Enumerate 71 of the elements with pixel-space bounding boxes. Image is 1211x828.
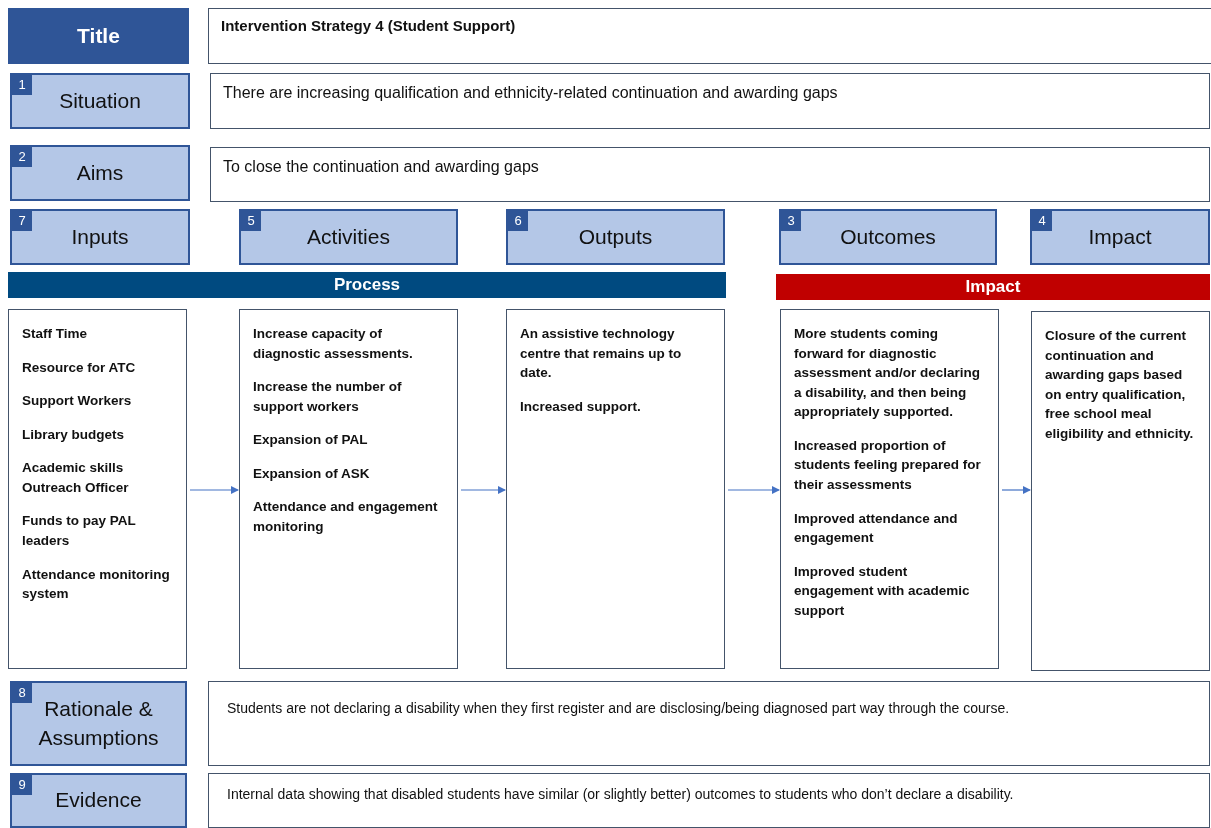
header-label: Inputs — [71, 223, 129, 250]
header-label: Activities — [307, 223, 390, 250]
list-item: Resource for ATC — [22, 358, 137, 377]
list-item: Expansion of PAL — [253, 431, 369, 450]
column-box — [8, 309, 187, 669]
section-header — [1030, 209, 1210, 265]
list-item: Increased support. — [520, 397, 642, 416]
step-number: 3 — [781, 211, 801, 231]
section-header — [506, 209, 725, 265]
list-item: Expansion of ASK — [253, 464, 371, 483]
section-header — [10, 773, 187, 828]
content-text: Students are not declaring a disability when they first register and are disclosing/being diagnosed part way through the course. — [227, 700, 1010, 716]
step-number: 2 — [12, 147, 32, 167]
list-item: Increase capacity of diagnostic assessments. — [253, 325, 414, 363]
content-text: To close the continuation and awarding gaps — [223, 158, 539, 175]
content-box — [210, 147, 1210, 202]
list-item: Closure of the current continuation and awarding gaps based on entry qualification, free school meal eligibility and ethnicity. — [1045, 327, 1195, 443]
step-number: 6 — [508, 211, 528, 231]
title-header — [8, 8, 189, 64]
column-box — [780, 309, 999, 669]
header-label: Rationale & Assumptions — [37, 696, 160, 751]
content-text: Internal data showing that disabled students have similar (or slightly better) outcomes to students who don’t declare a disability. — [227, 786, 1014, 802]
content-text: Intervention Strategy 4 (Student Support) — [221, 17, 516, 34]
list-item: More students coming forward for diagnostic assessment and/or declaring a disability, and then being appropriately supported. — [794, 325, 982, 422]
header-label: Title — [77, 22, 120, 49]
header-label: Outcomes — [840, 223, 936, 250]
arrow — [460, 486, 506, 494]
section-header — [10, 681, 187, 766]
list-item: Staff Time — [22, 325, 88, 343]
section-band — [776, 274, 1210, 300]
header-label: Impact — [1088, 223, 1152, 250]
header-label: Evidence — [55, 787, 142, 814]
arrow — [189, 486, 239, 494]
column-box — [239, 309, 458, 669]
list-item: Improved student engagement with academic support — [794, 562, 971, 620]
step-number: 7 — [12, 211, 32, 231]
section-header — [10, 209, 190, 265]
header-label: Outputs — [578, 223, 653, 250]
step-number: 1 — [12, 75, 32, 95]
step-number: 8 — [12, 683, 32, 703]
section-header — [10, 73, 190, 129]
list-item: Attendance monitoring system — [22, 565, 171, 604]
list-item: Increase the number of support workers — [253, 378, 403, 416]
content-box — [208, 8, 1211, 64]
header-label: Situation — [59, 87, 141, 114]
list-item: An assistive technology centre that remains up to date. — [520, 325, 683, 383]
column-box — [1031, 311, 1210, 671]
content-box — [208, 773, 1210, 828]
list-item: Academic skills Outreach Officer — [22, 459, 130, 497]
list-item: Improved attendance and engagement — [794, 509, 959, 548]
list-item: Support Workers — [22, 392, 133, 411]
step-number: 9 — [12, 775, 32, 795]
list-item: Increased proportion of students feeling prepared for their assessments — [794, 436, 982, 494]
section-header — [779, 209, 997, 265]
arrow — [1001, 486, 1031, 494]
arrow — [727, 486, 780, 494]
column-box — [506, 309, 725, 669]
section-band — [8, 272, 726, 298]
band-label: Process — [333, 275, 401, 295]
list-item: Attendance and engagement monitoring — [253, 498, 439, 536]
section-header — [10, 145, 190, 201]
header-label: Aims — [76, 159, 124, 186]
content-box — [208, 681, 1210, 766]
list-item: Library budgets — [22, 425, 125, 444]
content-text: There are increasing qualification and ethnicity-related continuation and awarding gaps — [223, 84, 838, 101]
band-label: Impact — [965, 277, 1021, 297]
content-box — [210, 73, 1210, 129]
list-item: Funds to pay PAL leaders — [22, 512, 137, 550]
step-number: 5 — [241, 211, 261, 231]
section-header — [239, 209, 458, 265]
step-number: 4 — [1032, 211, 1052, 231]
